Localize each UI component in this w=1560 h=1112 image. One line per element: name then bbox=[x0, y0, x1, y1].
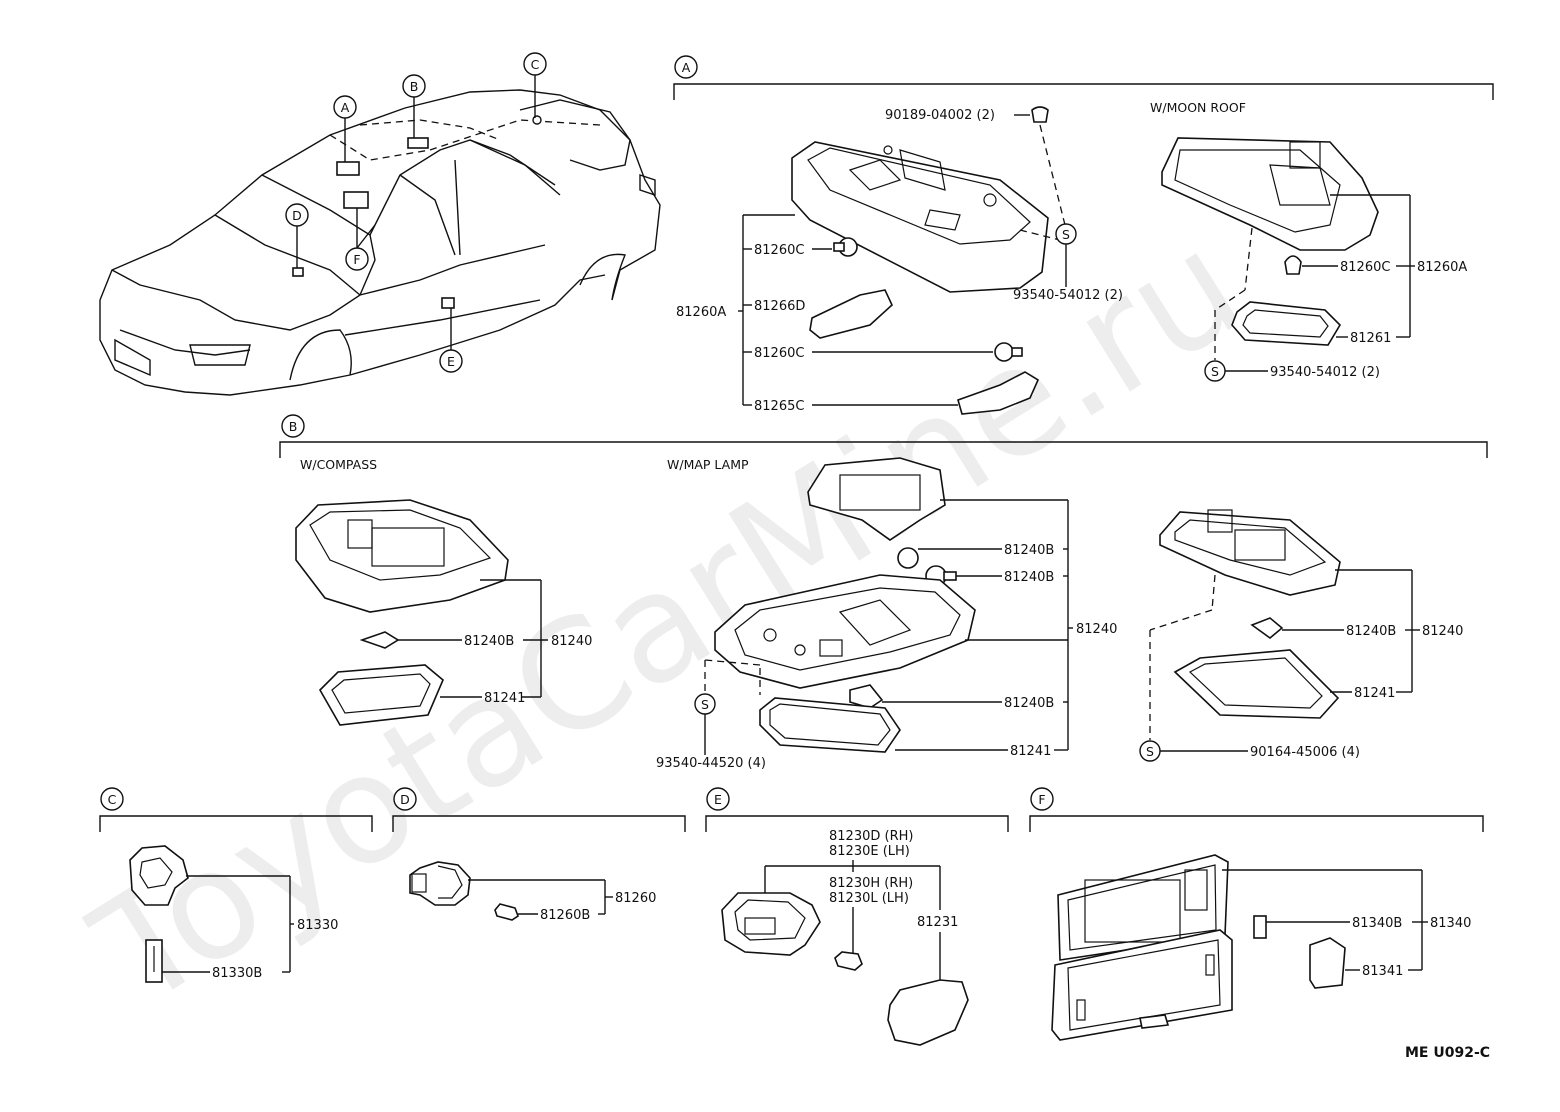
car-marker-f: F bbox=[353, 252, 360, 267]
label-b-r3: 81241 bbox=[1354, 686, 1395, 701]
section-b: B W/COMPASS W/MAP LAMP 81240B 81240 8124… bbox=[279, 414, 1488, 771]
label-a-m3: 81261 bbox=[1350, 331, 1391, 346]
standard-dome-lamp bbox=[1159, 509, 1341, 596]
label-b-r4: 90164-45006 (4) bbox=[1250, 745, 1360, 760]
section-a-marker: A bbox=[682, 60, 691, 75]
section-f: F 81340B 81340 81341 bbox=[1029, 787, 1484, 1041]
label-f-c: 81341 bbox=[1362, 964, 1403, 979]
label-b-l6: 93540-44520 (4) bbox=[656, 756, 766, 771]
section-a-fastener-marker: S bbox=[1062, 227, 1070, 242]
label-a-p6: 81265C bbox=[754, 399, 804, 414]
label-f-b: 81340 bbox=[1430, 916, 1471, 931]
section-b-marker: B bbox=[289, 419, 298, 434]
label-b-l3: 81240 bbox=[1076, 622, 1117, 637]
label-a-p1: 90189-04002 (2) bbox=[885, 108, 995, 123]
label-c-b: 81330B bbox=[212, 966, 262, 981]
label-d-a: 81260B bbox=[540, 908, 590, 923]
label-b-l2: 81240B bbox=[1004, 570, 1054, 585]
label-a-p5: 81260C bbox=[754, 346, 804, 361]
label-b-c1: 81240B bbox=[464, 634, 514, 649]
label-b-r2: 81240 bbox=[1422, 624, 1463, 639]
label-b-l5: 81241 bbox=[1010, 744, 1051, 759]
car-marker-b: B bbox=[410, 79, 419, 94]
car-overview: A B C D E F bbox=[99, 52, 661, 396]
label-e-d: 81230L (LH) bbox=[829, 891, 909, 906]
car-marker-c: C bbox=[531, 57, 540, 72]
section-d-marker: D bbox=[400, 792, 410, 807]
moon-roof-fastener-marker: S bbox=[1211, 364, 1219, 379]
label-e-c: 81230H (RH) bbox=[829, 876, 913, 891]
map-lamp-module bbox=[807, 457, 946, 541]
label-b-l4: 81240B bbox=[1004, 696, 1054, 711]
label-b-c3: 81241 bbox=[484, 691, 525, 706]
label-e-a: 81230D (RH) bbox=[829, 829, 913, 844]
label-a-m2: 81260A bbox=[1417, 260, 1467, 275]
label-a-p4: 81260A bbox=[676, 305, 726, 320]
drawing-code: ME U092-C bbox=[1405, 1045, 1490, 1061]
label-a-m4: 93540-54012 (2) bbox=[1270, 365, 1380, 380]
section-f-marker: F bbox=[1038, 792, 1045, 807]
car-marker-a: A bbox=[341, 100, 350, 115]
section-c-marker: C bbox=[108, 792, 117, 807]
car-marker-e: E bbox=[447, 354, 455, 369]
label-a-p2: 81260C bbox=[754, 243, 804, 258]
label-e-b: 81230E (LH) bbox=[829, 844, 910, 859]
label-a-p7: 93540-54012 (2) bbox=[1013, 288, 1123, 303]
label-d-b: 81260 bbox=[615, 891, 656, 906]
compass-title: W/COMPASS bbox=[300, 457, 377, 472]
map-lamp-fastener-marker: S bbox=[701, 697, 709, 712]
section-d: D 81260 81260B bbox=[392, 787, 686, 923]
car-marker-d: D bbox=[292, 208, 302, 223]
label-a-m1: 81260C bbox=[1340, 260, 1390, 275]
standard-lamp-fastener-marker: S bbox=[1146, 744, 1154, 759]
label-b-r1: 81240B bbox=[1346, 624, 1396, 639]
label-e-e: 81231 bbox=[917, 915, 958, 930]
map-lamp-title: W/MAP LAMP bbox=[667, 457, 749, 472]
section-e-marker: E bbox=[714, 792, 722, 807]
label-c-a: 81330 bbox=[297, 918, 338, 933]
label-a-p3: 81266D bbox=[754, 299, 805, 314]
label-b-c2: 81240 bbox=[551, 634, 592, 649]
section-e: E 81230D (RH) 81230E (LH) 81230H (RH) 81… bbox=[705, 787, 1009, 1046]
section-c: C 81330 81330B bbox=[99, 787, 373, 983]
label-f-a: 81340B bbox=[1352, 916, 1402, 931]
moon-roof-lamp bbox=[1161, 137, 1379, 251]
label-b-l1: 81240B bbox=[1004, 543, 1054, 558]
compass-lamp bbox=[295, 499, 509, 613]
moon-roof-title: W/MOON ROOF bbox=[1150, 100, 1246, 115]
section-a: A W/MOON ROOF 90189-04002 (2) S 93540-54… bbox=[673, 55, 1494, 415]
dome-lamp-housing bbox=[791, 141, 1049, 293]
